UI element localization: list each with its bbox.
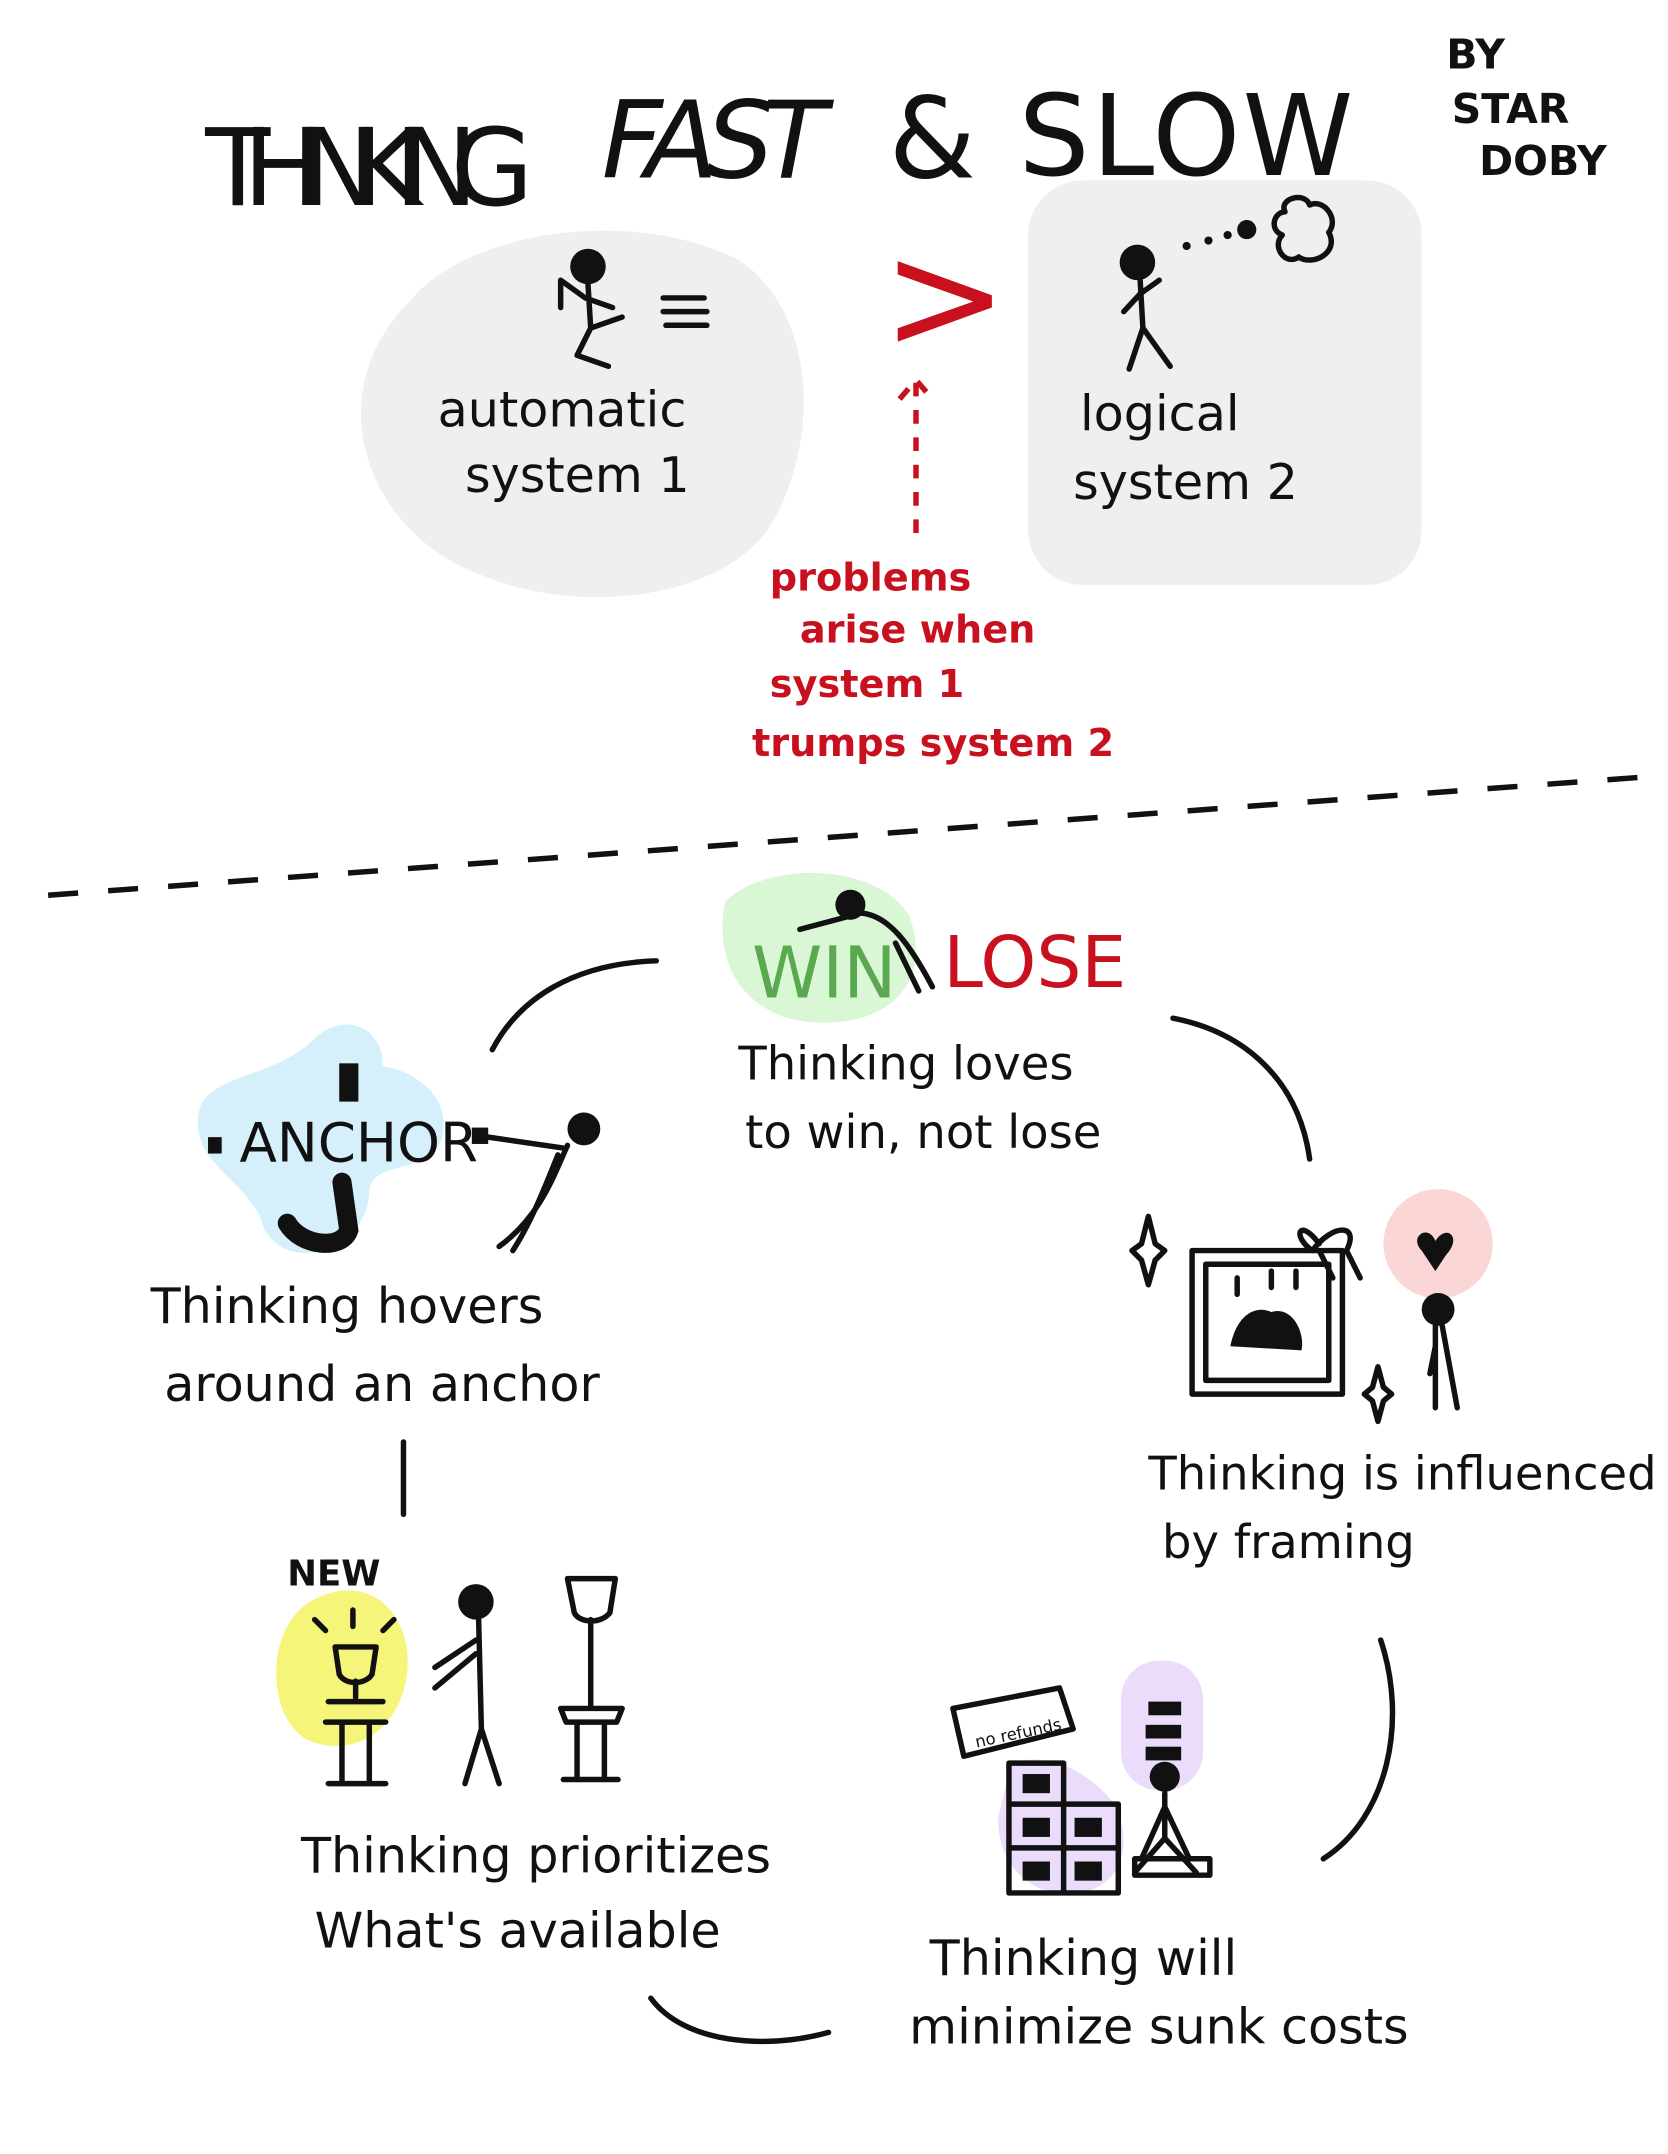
sparkle-icon xyxy=(1129,1213,1168,1288)
anchor-section: ANCHOR Thinking hovers around an anchor xyxy=(150,1024,601,1413)
heart-icon xyxy=(1417,1232,1454,1272)
framing-section: Thinking is influenced by framing xyxy=(1129,1189,1657,1569)
boxes-stack-icon xyxy=(1006,1760,1122,1896)
connector-lines xyxy=(400,958,1396,2045)
anchor-shaft-icon xyxy=(339,1063,359,1102)
sparkle-icon xyxy=(1361,1364,1395,1425)
old-trophy-icon xyxy=(557,1575,625,1783)
win-lose-caption: Thinking loves xyxy=(737,1037,1073,1091)
anchor-caption: Thinking hovers xyxy=(150,1277,544,1335)
win-lose-section: WIN LOSE Thinking loves to win, not lose xyxy=(722,872,1126,1159)
balancing-figure-icon xyxy=(797,889,936,994)
picture-frame-icon xyxy=(1189,1247,1346,1397)
problem-note-line: system 1 xyxy=(770,662,964,707)
anchor-caption: around an anchor xyxy=(164,1355,600,1413)
dotted-arrow-icon xyxy=(897,375,935,534)
thought-cloud-icon xyxy=(1271,194,1336,263)
system1-sublabel: system 1 xyxy=(465,446,690,504)
framing-caption: Thinking is influenced xyxy=(1147,1447,1656,1501)
trophy-icon xyxy=(322,1644,389,1787)
problem-note-line: problems xyxy=(770,555,972,600)
system1-bubble: automatic system 1 xyxy=(360,230,804,598)
win-lose-caption: to win, not lose xyxy=(745,1105,1101,1159)
title-thinking: THINKING xyxy=(204,107,533,231)
sunk-costs-caption: minimize sunk costs xyxy=(909,1997,1408,2055)
title-slow: SLOW xyxy=(1019,72,1354,202)
anchor-hook-icon xyxy=(277,1172,359,1253)
anchor-label: ANCHOR xyxy=(239,1111,478,1175)
poop-icon xyxy=(1230,1309,1303,1351)
title: THINKING FAST & SLOW xyxy=(204,72,1353,231)
figure-with-hats-icon xyxy=(1131,1701,1213,1878)
bow-icon xyxy=(1297,1227,1363,1281)
problem-note-line: trumps system 2 xyxy=(752,721,1114,766)
sunk-costs-caption: Thinking will xyxy=(929,1929,1237,1987)
lose-label: LOSE xyxy=(943,921,1126,1004)
system1-label: automatic xyxy=(438,380,687,438)
win-label: WIN xyxy=(752,932,896,1015)
section-divider xyxy=(47,773,1655,898)
availability-caption: Thinking prioritizes xyxy=(300,1826,771,1884)
availability-section: NEW Thinking prioritizes What's availabl… xyxy=(276,1553,771,1960)
no-refunds-sign: no refunds xyxy=(973,1715,1063,1752)
reaching-figure-icon xyxy=(432,1584,502,1787)
author-line: DOBY xyxy=(1479,137,1608,185)
author-line: STAR xyxy=(1452,85,1570,133)
problem-note: problems arise when system 1 trumps syst… xyxy=(752,555,1114,765)
sunk-costs-section: no refunds Thinking will minimize sunk c… xyxy=(909,1660,1409,2055)
framing-caption: by framing xyxy=(1162,1515,1415,1569)
thinking-figure-icon xyxy=(1119,194,1336,372)
availability-caption: What's available xyxy=(315,1902,721,1960)
new-badge: NEW xyxy=(287,1553,380,1594)
title-fast: FAST xyxy=(602,80,835,204)
author-credit: BY STAR DOBY xyxy=(1446,30,1608,185)
author-line: BY xyxy=(1446,30,1506,78)
no-refunds-sign-icon: no refunds xyxy=(950,1685,1076,1760)
system2-sublabel: system 2 xyxy=(1073,453,1298,511)
title-ampersand: & xyxy=(889,75,976,205)
greater-than-symbol: > xyxy=(882,210,1008,385)
pulling-figure-icon xyxy=(485,1112,601,1254)
running-figure-icon xyxy=(557,248,710,370)
system2-label: logical xyxy=(1080,385,1240,443)
problem-note-line: arise when xyxy=(800,607,1036,652)
system2-bubble: logical system 2 xyxy=(1028,180,1422,585)
admiring-figure-icon xyxy=(1421,1292,1460,1411)
